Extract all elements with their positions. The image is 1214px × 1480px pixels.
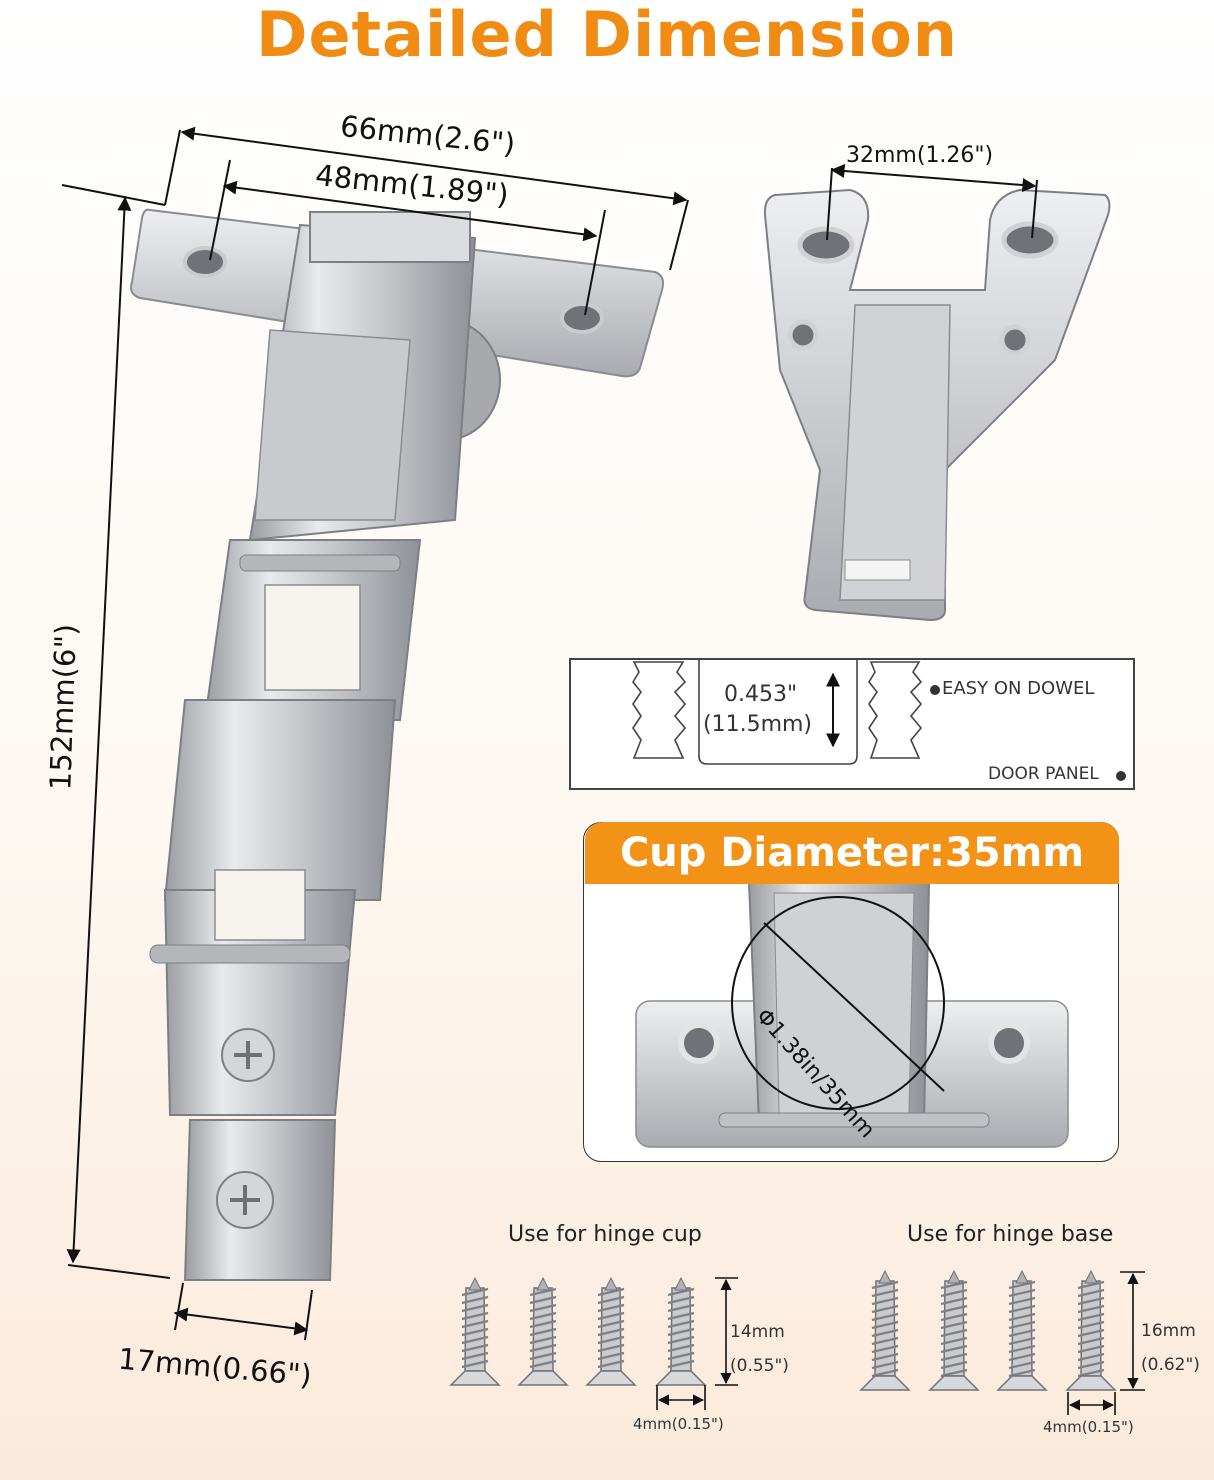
screws-hinge-base	[859, 1269, 1117, 1391]
page-title: Detailed Dimension	[256, 0, 958, 71]
hinge-illustration	[130, 208, 665, 1281]
dowel-drawing	[632, 660, 1126, 781]
dowel-height-in-label: 0.453"	[724, 682, 798, 707]
cup-screw-length-mm: 14mm	[730, 1322, 785, 1342]
dowel-diagram	[569, 658, 1135, 790]
hinge-cup-screw	[655, 1276, 707, 1386]
hinge-cup-screw	[449, 1276, 501, 1386]
base-screw-length-in: (0.62")	[1141, 1355, 1200, 1375]
dowel-height-mm-label: (11.5mm)	[703, 712, 813, 737]
easy-on-dowel-label: EASY ON DOWEL	[942, 678, 1095, 699]
height-label: 152mm(6")	[43, 623, 84, 791]
cup-screw-length-in: (0.55")	[730, 1356, 789, 1376]
base-screw-width: 4mm(0.15")	[1043, 1418, 1134, 1436]
cup-screw-width: 4mm(0.15")	[633, 1415, 724, 1433]
screws-hinge-cup	[449, 1276, 707, 1386]
hinge-dimension-lines	[61, 126, 689, 1341]
hinge-base-screw	[928, 1269, 980, 1391]
door-panel-label: DOOR PANEL	[988, 764, 1099, 784]
hinge-base-screws-caption: Use for hinge base	[907, 1222, 1114, 1247]
hinge-cup-screw	[517, 1276, 569, 1386]
hole-spacing-label: 32mm(1.26")	[846, 143, 994, 168]
plate-dimension-lines	[826, 164, 1038, 241]
hinge-base-screw	[996, 1269, 1048, 1391]
base-screw-length-mm: 16mm	[1141, 1321, 1196, 1341]
hinge-cup-screw	[585, 1276, 637, 1386]
screw-dimension-lines	[656, 1271, 1145, 1415]
hinge-cup-screws-caption: Use for hinge cup	[508, 1222, 702, 1247]
mounting-plate-illustration	[763, 188, 1111, 622]
cup-diameter-banner: Cup Diameter:35mm	[585, 822, 1119, 884]
hinge-base-screw	[859, 1269, 911, 1391]
cup-drawing	[635, 882, 1069, 1148]
hinge-base-screw	[1065, 1269, 1117, 1391]
